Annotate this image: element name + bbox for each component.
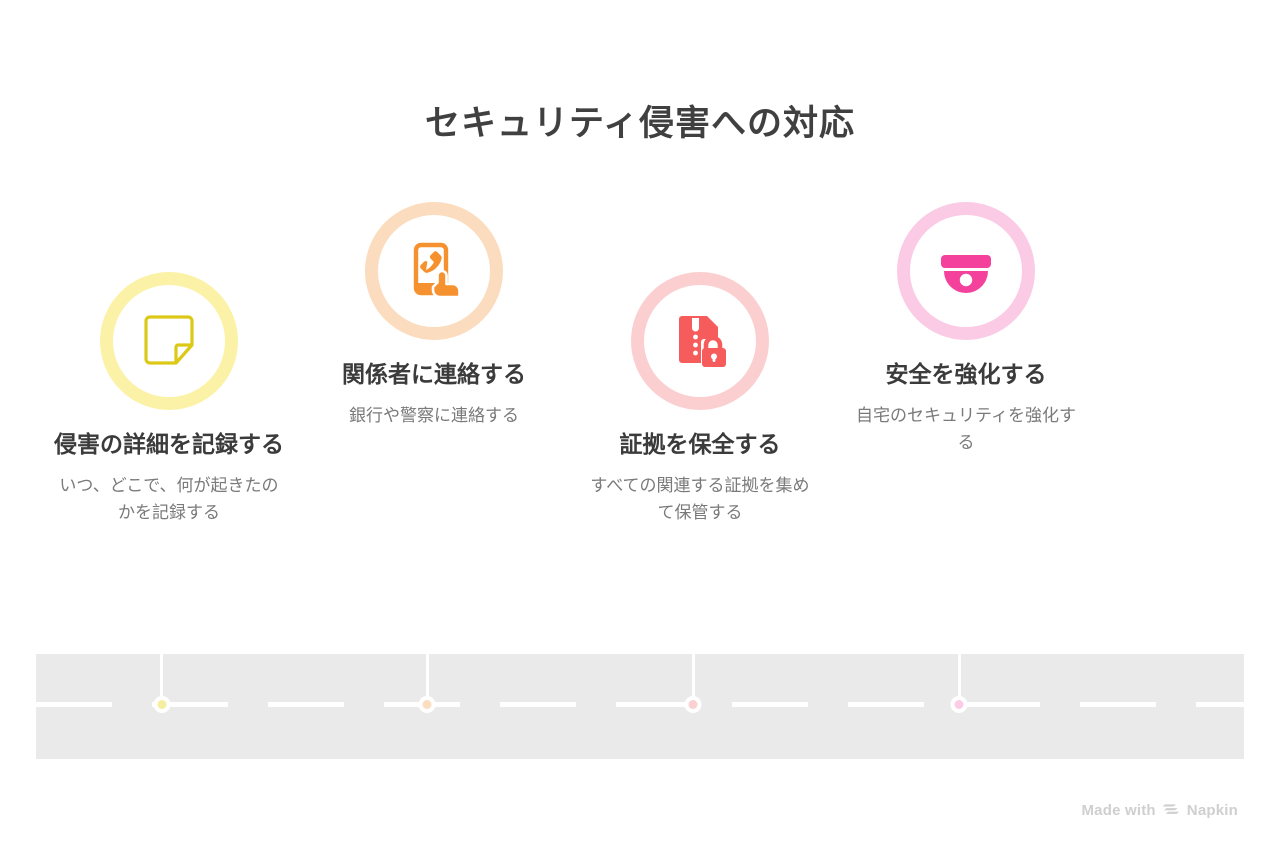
step-title-3: 証拠を保全する (619, 431, 781, 457)
timeline-node-1[interactable] (153, 696, 171, 713)
step-title-4: 安全を強化する (885, 361, 1047, 387)
step-icon-wrap-4 (897, 202, 1035, 340)
timeline-connector-1 (160, 630, 164, 705)
timeline-connector-4 (957, 630, 961, 705)
step-icon-wrap-1 (100, 272, 238, 410)
zip-file-lock-icon (664, 305, 736, 377)
timeline-node-core-2 (422, 700, 432, 709)
step-description-4: 自宅のセキュリティを強化する (856, 406, 1076, 452)
road-center-line (36, 702, 1244, 707)
step-title-1: 侵害の詳細を記録する (54, 431, 284, 457)
brand-name-label: Napkin (1186, 802, 1238, 819)
steps-group: 侵害の詳細を記録する いつ、どこで、何が起きたのかを記録する 関係者に連絡する … (36, 180, 1244, 650)
step-title-2: 関係者に連絡する (342, 361, 526, 387)
timeline-node-core-4 (954, 700, 964, 709)
page-title: セキュリティ侵害への対応 (425, 104, 855, 143)
step-card-3[interactable]: 証拠を保全する すべての関連する証拠を集めて保管する (567, 272, 833, 526)
brand-prefix-label: Made with (1081, 802, 1156, 819)
timeline-node-2[interactable] (418, 696, 436, 713)
timeline-node-core-1 (157, 700, 167, 709)
step-description-3: すべての関連する証拠を集めて保管する (590, 476, 810, 522)
timeline-node-3[interactable] (684, 696, 702, 713)
step-description-1: いつ、どこで、何が起きたのかを記録する (59, 476, 279, 522)
timeline-road (36, 630, 1244, 759)
brand-footer[interactable]: Made with Napkin (1081, 801, 1238, 820)
step-icon-wrap-3 (631, 272, 769, 410)
timeline-node-4[interactable] (950, 696, 968, 713)
step-icon-wrap-2 (365, 202, 503, 340)
timeline-connector-2 (426, 630, 430, 705)
phone-call-hand-icon (398, 235, 470, 307)
step-card-2[interactable]: 関係者に連絡する 銀行や警察に連絡する (301, 202, 567, 430)
step-card-4[interactable]: 安全を強化する 自宅のセキュリティを強化する (833, 202, 1099, 456)
step-card-1[interactable]: 侵害の詳細を記録する いつ、どこで、何が起きたのかを記録する (36, 272, 302, 526)
step-description-2: 銀行や警察に連絡する (349, 406, 519, 426)
napkin-logo-icon (1162, 801, 1180, 820)
timeline-node-core-3 (688, 700, 698, 709)
note-document-icon (133, 305, 205, 377)
timeline-connector-3 (691, 630, 695, 705)
security-camera-icon (930, 235, 1002, 307)
